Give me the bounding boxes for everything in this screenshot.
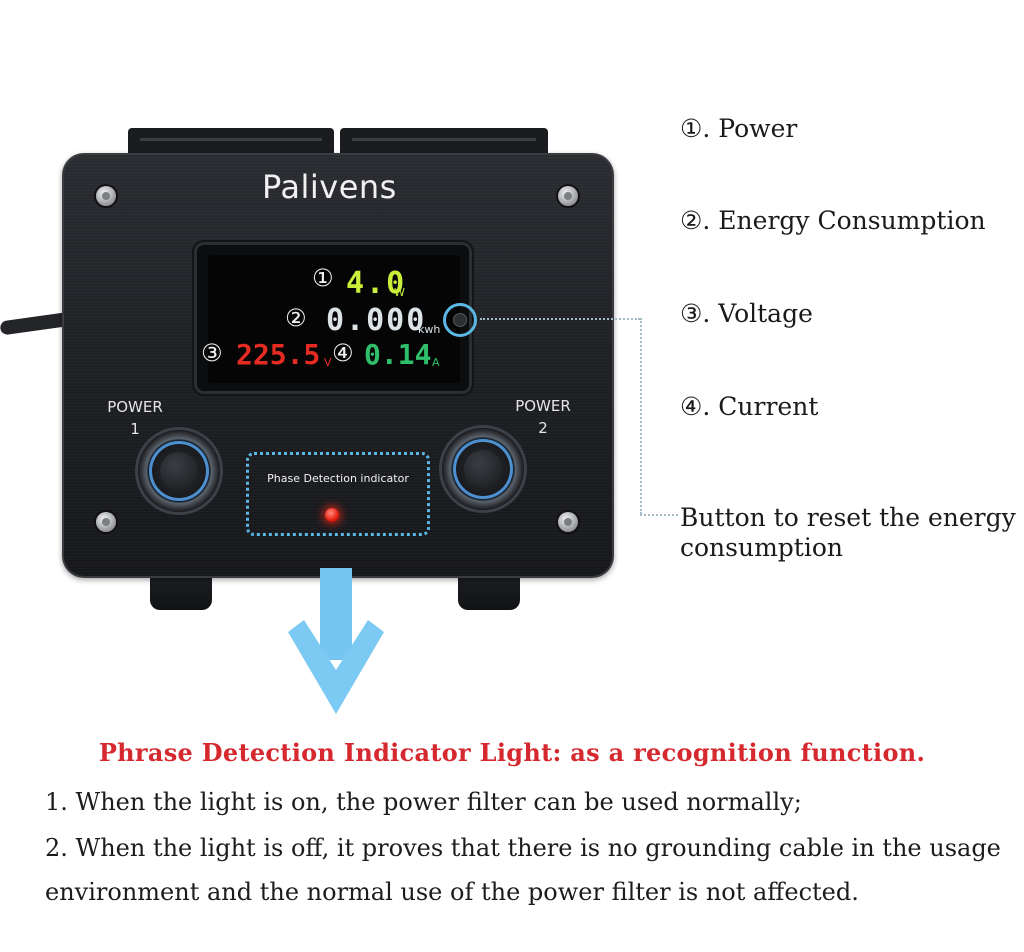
power-unit: W (394, 286, 405, 299)
legend-energy: ②. Energy Consumption (680, 206, 986, 235)
phase-indicator-led (325, 508, 339, 522)
power-2-label: POWER 2 (498, 395, 588, 439)
screw-icon (96, 186, 116, 206)
digital-display (208, 255, 460, 383)
power-readout: 4.0 (346, 266, 407, 301)
energy-readout: 0.000 (326, 303, 427, 338)
power-marker: ① (312, 264, 334, 292)
note-line-1: 1. When the light is on, the power filte… (45, 788, 802, 816)
callout-line (480, 318, 640, 320)
reset-button-highlight (443, 303, 477, 337)
power-1-number: 1 (130, 420, 140, 438)
current-readout: 0.14 (364, 338, 432, 371)
power-1-label-text: POWER (107, 398, 163, 416)
legend-voltage: ③. Voltage (680, 299, 813, 328)
energy-unit: kwh (418, 323, 441, 336)
power-2-number: 2 (538, 419, 548, 437)
legend-reset-button: Button to reset the energy consumption (680, 503, 1016, 562)
voltage-readout: 225.5 (236, 338, 321, 371)
power-1-label: POWER 1 (90, 396, 180, 440)
legend-power: ①. Power (680, 114, 798, 143)
note-line-2: 2. When the light is off, it proves that… (45, 834, 1001, 906)
down-arrow-icon (288, 568, 384, 714)
screw-icon (558, 186, 578, 206)
callout-line (640, 514, 678, 516)
phase-indicator-headline: Phrase Detection Indicator Light: as a r… (98, 738, 926, 767)
callout-line (640, 318, 642, 514)
power-2-button[interactable] (442, 428, 524, 510)
phase-detection-highlight (246, 452, 430, 536)
current-marker: ④ (332, 339, 354, 367)
brand-logo-text: Palivens (262, 168, 397, 206)
screw-icon (558, 512, 578, 532)
energy-marker: ② (285, 304, 307, 332)
power-2-label-text: POWER (515, 397, 571, 415)
legend-current: ④. Current (680, 392, 819, 421)
voltage-unit: V (324, 356, 332, 369)
voltage-marker: ③ (201, 339, 223, 367)
screw-icon (96, 512, 116, 532)
current-unit: A (432, 356, 440, 369)
phase-detection-label: Phase Detection indicator (267, 472, 409, 485)
power-1-button[interactable] (138, 430, 220, 512)
